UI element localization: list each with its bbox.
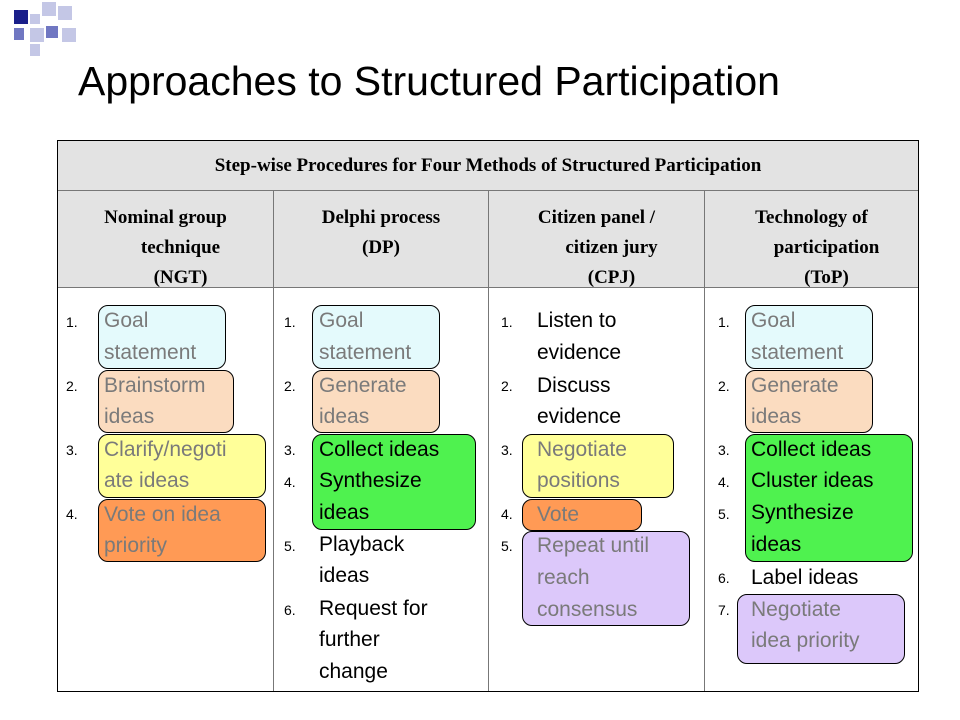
slide-title: Approaches to Structured Participation — [78, 58, 780, 104]
step-box-generate — [312, 370, 440, 433]
column-cpj-steps: 1. 2. 3. 4. 5. Listen to evidence Discus… — [489, 288, 705, 691]
step-number: 6. — [718, 570, 730, 586]
column-header-ngt: Nominal group technique (NGT) — [58, 191, 274, 288]
step-text: Vote on idea — [104, 503, 221, 526]
step-text: Goal — [319, 309, 364, 332]
column-ngt-steps: 1. 2. 3. 4. Goal statement Brainstorm id… — [58, 288, 274, 691]
step-number: 3. — [284, 442, 296, 458]
step-number: 4. — [718, 474, 730, 490]
step-text: priority — [104, 534, 168, 557]
column-top-steps: 1. 2. 3. 4. 5. 6. 7. Goal statement Gene… — [705, 288, 918, 691]
deco-square — [62, 28, 76, 42]
step-text: ideas — [751, 405, 802, 428]
step-text: ideas — [104, 405, 155, 428]
step-number: 1. — [718, 314, 730, 330]
step-number: 5. — [284, 538, 296, 554]
step-text: Label ideas — [751, 566, 859, 589]
step-number: 1. — [284, 314, 296, 330]
step-text: Collect ideas — [751, 438, 872, 461]
step-text: Negotiate — [537, 438, 627, 461]
step-text: reach — [537, 566, 590, 589]
step-text: Generate — [319, 374, 407, 397]
column-header-row: Nominal group technique (NGT) Delphi pro… — [58, 191, 918, 288]
step-number: 3. — [66, 442, 78, 458]
step-box-clarify — [98, 434, 266, 498]
step-number: 5. — [718, 506, 730, 522]
column-header-dp: Delphi process (DP) — [274, 191, 489, 287]
step-text: Goal — [104, 309, 149, 332]
step-text: Listen to — [537, 309, 617, 332]
step-text: Goal — [751, 309, 796, 332]
step-number: 4. — [66, 506, 78, 522]
deco-square — [30, 14, 40, 24]
step-number: 2. — [501, 378, 513, 394]
step-text: ideas — [319, 564, 370, 587]
step-box-brainstorm — [98, 370, 234, 433]
step-box-negotiate — [522, 434, 674, 498]
step-number: 6. — [284, 602, 296, 618]
step-number: 2. — [284, 378, 296, 394]
procedures-table: Step-wise Procedures for Four Methods of… — [57, 140, 919, 692]
step-number: 1. — [501, 314, 513, 330]
table-header: Step-wise Procedures for Four Methods of… — [58, 141, 918, 191]
step-text: Request for — [319, 597, 428, 620]
step-number: 2. — [66, 378, 78, 394]
step-box-generate — [745, 370, 873, 433]
step-box-goal — [745, 305, 873, 369]
step-text: change — [319, 660, 388, 683]
step-text: Discuss — [537, 374, 611, 397]
step-box-vote — [98, 499, 266, 562]
step-text: Negotiate — [751, 598, 841, 621]
step-text: Vote — [537, 503, 580, 526]
step-text: ideas — [319, 405, 370, 428]
step-box-vote — [522, 499, 642, 531]
deco-square — [30, 28, 44, 42]
step-text: consensus — [537, 598, 638, 621]
step-box-repeat — [522, 531, 690, 626]
deco-square — [42, 2, 56, 16]
step-number: 3. — [718, 442, 730, 458]
step-box-negotiate — [737, 594, 905, 664]
step-box-collect-synthesize — [312, 434, 476, 530]
step-text: statement — [319, 341, 412, 364]
step-number: 7. — [718, 602, 730, 618]
step-text: positions — [537, 469, 620, 492]
step-text: Repeat until — [537, 534, 650, 557]
step-text: Synthesize — [751, 501, 854, 524]
step-text: Synthesize — [319, 469, 422, 492]
step-text: evidence — [537, 405, 622, 428]
step-number: 4. — [284, 474, 296, 490]
deco-square — [30, 44, 40, 56]
step-text: Collect ideas — [319, 438, 440, 461]
step-text: Clarify/negoti — [104, 438, 227, 461]
step-text: idea priority — [751, 629, 860, 652]
deco-square — [46, 26, 58, 38]
deco-square — [58, 6, 72, 20]
step-text: Playback — [319, 533, 405, 556]
step-number: 2. — [718, 378, 730, 394]
step-box-goal — [98, 305, 226, 369]
step-number: 5. — [501, 538, 513, 554]
deco-square — [14, 28, 24, 40]
step-text: Generate — [751, 374, 839, 397]
column-header-top: Technology of participation (ToP) — [755, 207, 880, 288]
step-number: 4. — [501, 506, 513, 522]
step-text: ideas — [751, 533, 802, 556]
step-box-collect-cluster-synthesize — [745, 434, 913, 562]
step-text: ideas — [319, 501, 370, 524]
step-text: ate ideas — [104, 469, 190, 492]
step-text: Cluster ideas — [751, 469, 874, 492]
step-box-goal — [312, 305, 440, 369]
step-text: statement — [751, 341, 844, 364]
deco-square — [14, 10, 28, 24]
step-text: evidence — [537, 341, 622, 364]
step-number: 1. — [66, 314, 78, 330]
column-dp-steps: 1. 2. 3. 4. 5. 6. Goal statement Generat… — [274, 288, 489, 691]
step-text: Brainstorm — [104, 374, 206, 397]
step-text: further — [319, 628, 380, 651]
step-number: 3. — [501, 442, 513, 458]
column-header-cpj: Citizen panel / citizen jury (CPJ) — [489, 191, 705, 288]
step-text: statement — [104, 341, 197, 364]
